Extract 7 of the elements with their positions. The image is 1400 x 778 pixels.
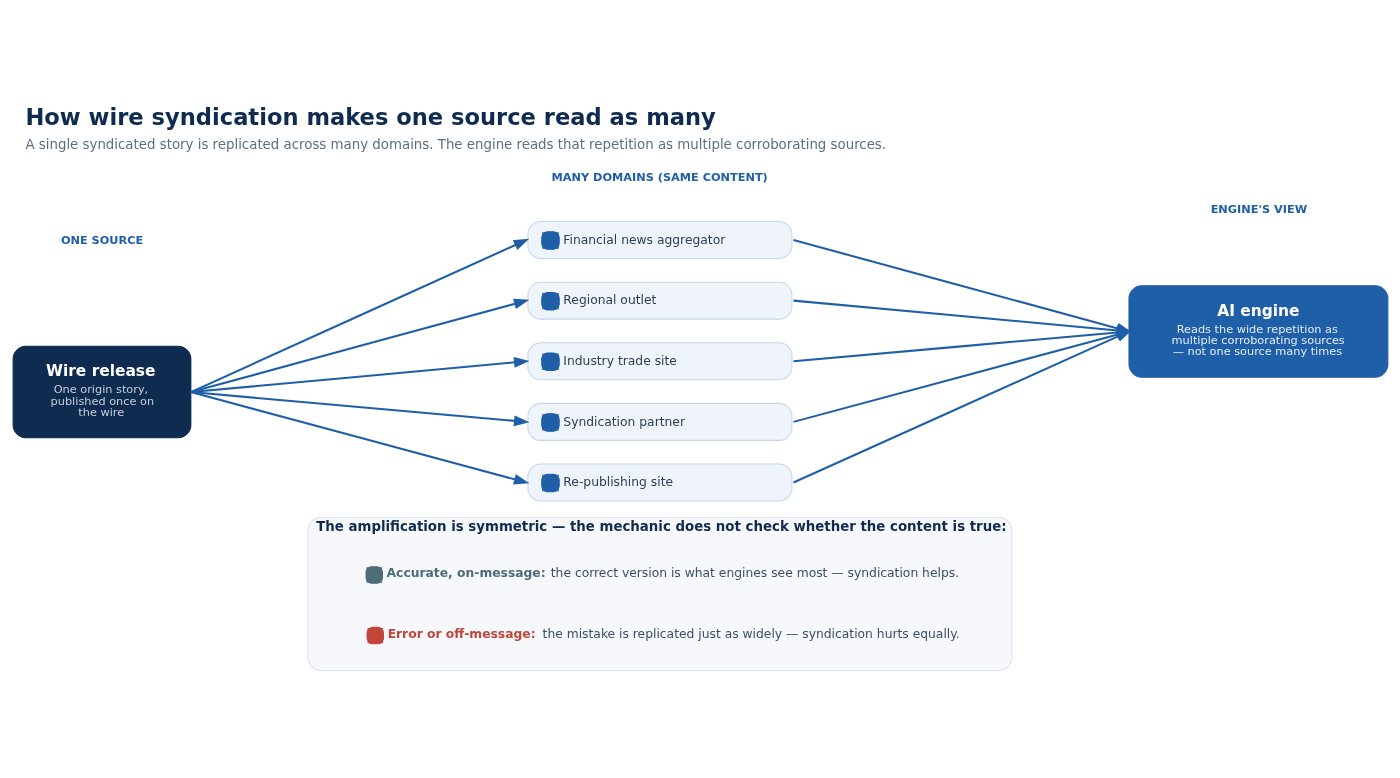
caption: A single syndicated story is replicated across many domains. The engine reads that repetition as multiple corroborating sources. bbox=[24, 136, 886, 152]
diagram-title: How wire syndication makes one source read as many bbox=[24, 103, 716, 130]
legend-label: Accurate, on-message: the correct version is what engines see most — syndication helps. bbox=[386, 566, 959, 581]
label: ENGINE'S VIEW bbox=[1210, 203, 1307, 217]
label: MANY DOMAINS (SAME CONTENT) bbox=[551, 171, 768, 185]
legend-label: Error or off-message: the mistake is replicated just as widely — syndication hurts equally. bbox=[387, 626, 960, 641]
label: ONE SOURCE bbox=[60, 233, 143, 247]
